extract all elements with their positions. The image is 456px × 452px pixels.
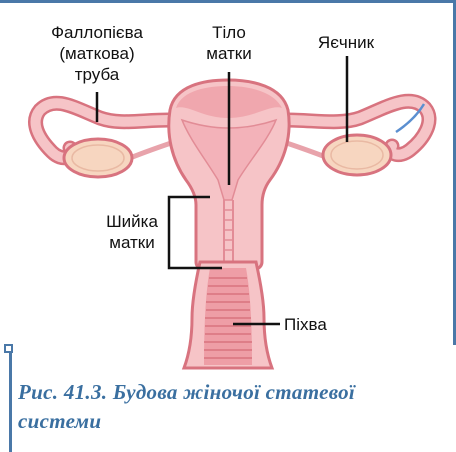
- vagina-label-text: Піхва: [284, 314, 327, 335]
- caption-line1: Рис. 41.3. Будова жіночої статевої: [18, 378, 448, 407]
- ovary-label: Яєчник: [300, 32, 392, 53]
- cervix-label-line1: Шийка: [100, 211, 164, 232]
- uterus-body-label-line1: Тіло: [190, 22, 268, 43]
- fallopian-label-line1: Фаллопієва: [38, 22, 156, 43]
- figure-caption: Рис. 41.3. Будова жіночої статевої систе…: [18, 378, 448, 436]
- fallopian-label-line2: (маткова): [38, 43, 156, 64]
- ovary-label-text: Яєчник: [300, 32, 392, 53]
- uterus-body-label: Тіло матки: [190, 22, 268, 64]
- fallopian-tube-label: Фаллопієва (маткова) труба: [38, 22, 156, 85]
- cervix-label: Шийка матки: [100, 211, 164, 253]
- caption-line2: системи: [18, 407, 448, 436]
- fallopian-label-line3: труба: [38, 64, 156, 85]
- uterus-body-label-line2: матки: [190, 43, 268, 64]
- vagina-label: Піхва: [284, 314, 327, 335]
- cervix-label-line2: матки: [100, 232, 164, 253]
